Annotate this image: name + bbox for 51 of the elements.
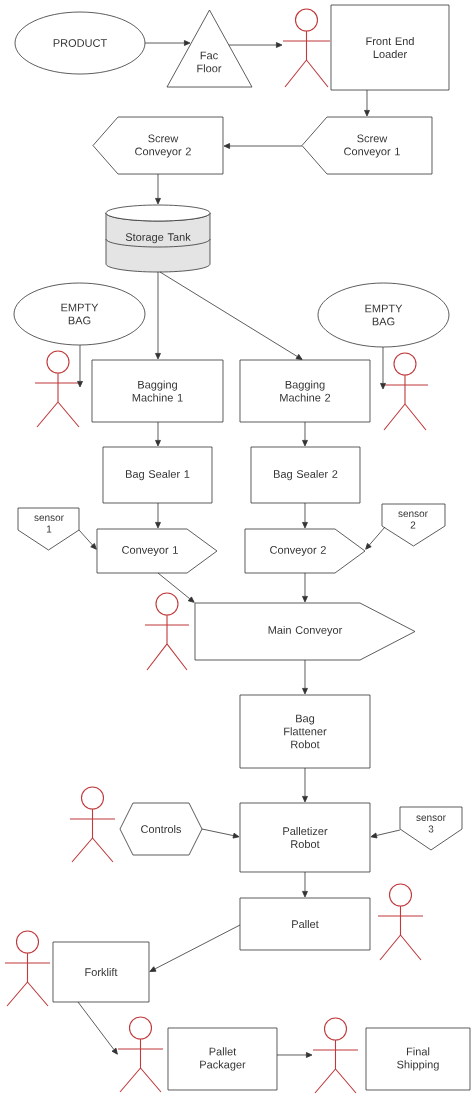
process-box: Bagging Machine 1 [91,359,224,423]
arrow [365,526,386,550]
process-box: Bagging Machine 2 [239,359,371,423]
process-box: Final Shipping [365,1027,471,1091]
storage-cylinder: Storage Tank [105,204,211,273]
process-box: Pallet Packager [167,1027,278,1091]
process-box: Forklift [52,941,150,1003]
arrow [155,421,161,447]
person-figure [117,1016,164,1093]
arrow [201,828,240,839]
person-figure [312,1017,359,1094]
process-box: Bag Sealer 2 [250,446,361,504]
person-figure [69,786,116,863]
arrow [276,1052,313,1058]
arrow [302,659,308,695]
arrow [155,173,161,205]
arrow [159,271,303,360]
person-figure [282,8,331,88]
arrow [302,502,308,529]
arrow [380,346,386,390]
arrow [149,924,241,972]
process-box: Pallet [239,897,371,951]
process-box: Front End Loader [330,4,450,91]
arrow [302,421,308,447]
arrow [302,871,308,898]
person-figure [34,350,82,428]
person-figure [144,592,190,671]
arrow [302,767,308,803]
triangle-node: Fac Floor [166,9,253,88]
arrow [155,502,161,529]
arrow [364,89,370,117]
arrow [77,1001,118,1055]
process-box: Palletizer Robot [239,802,371,873]
process-box: Bag Sealer 1 [102,446,213,504]
ellipse-node: EMPTY BAG [317,282,450,348]
person-figure [4,930,51,1007]
ellipse-node: EMPTY BAG [13,282,146,346]
arrow [155,271,161,360]
person-figure [377,883,424,961]
arrow [223,143,303,149]
arrow [144,40,191,46]
arrow [302,572,308,603]
person-figure [381,352,429,431]
arrow [157,572,195,603]
arrow [370,829,401,839]
arrow [78,529,97,550]
ellipse-node: PRODUCT [14,11,146,75]
process-box: Bag Flattener Robot [239,694,371,769]
hexagon-node: Controls [119,802,203,856]
arrow [77,344,83,388]
arrow [228,42,283,48]
